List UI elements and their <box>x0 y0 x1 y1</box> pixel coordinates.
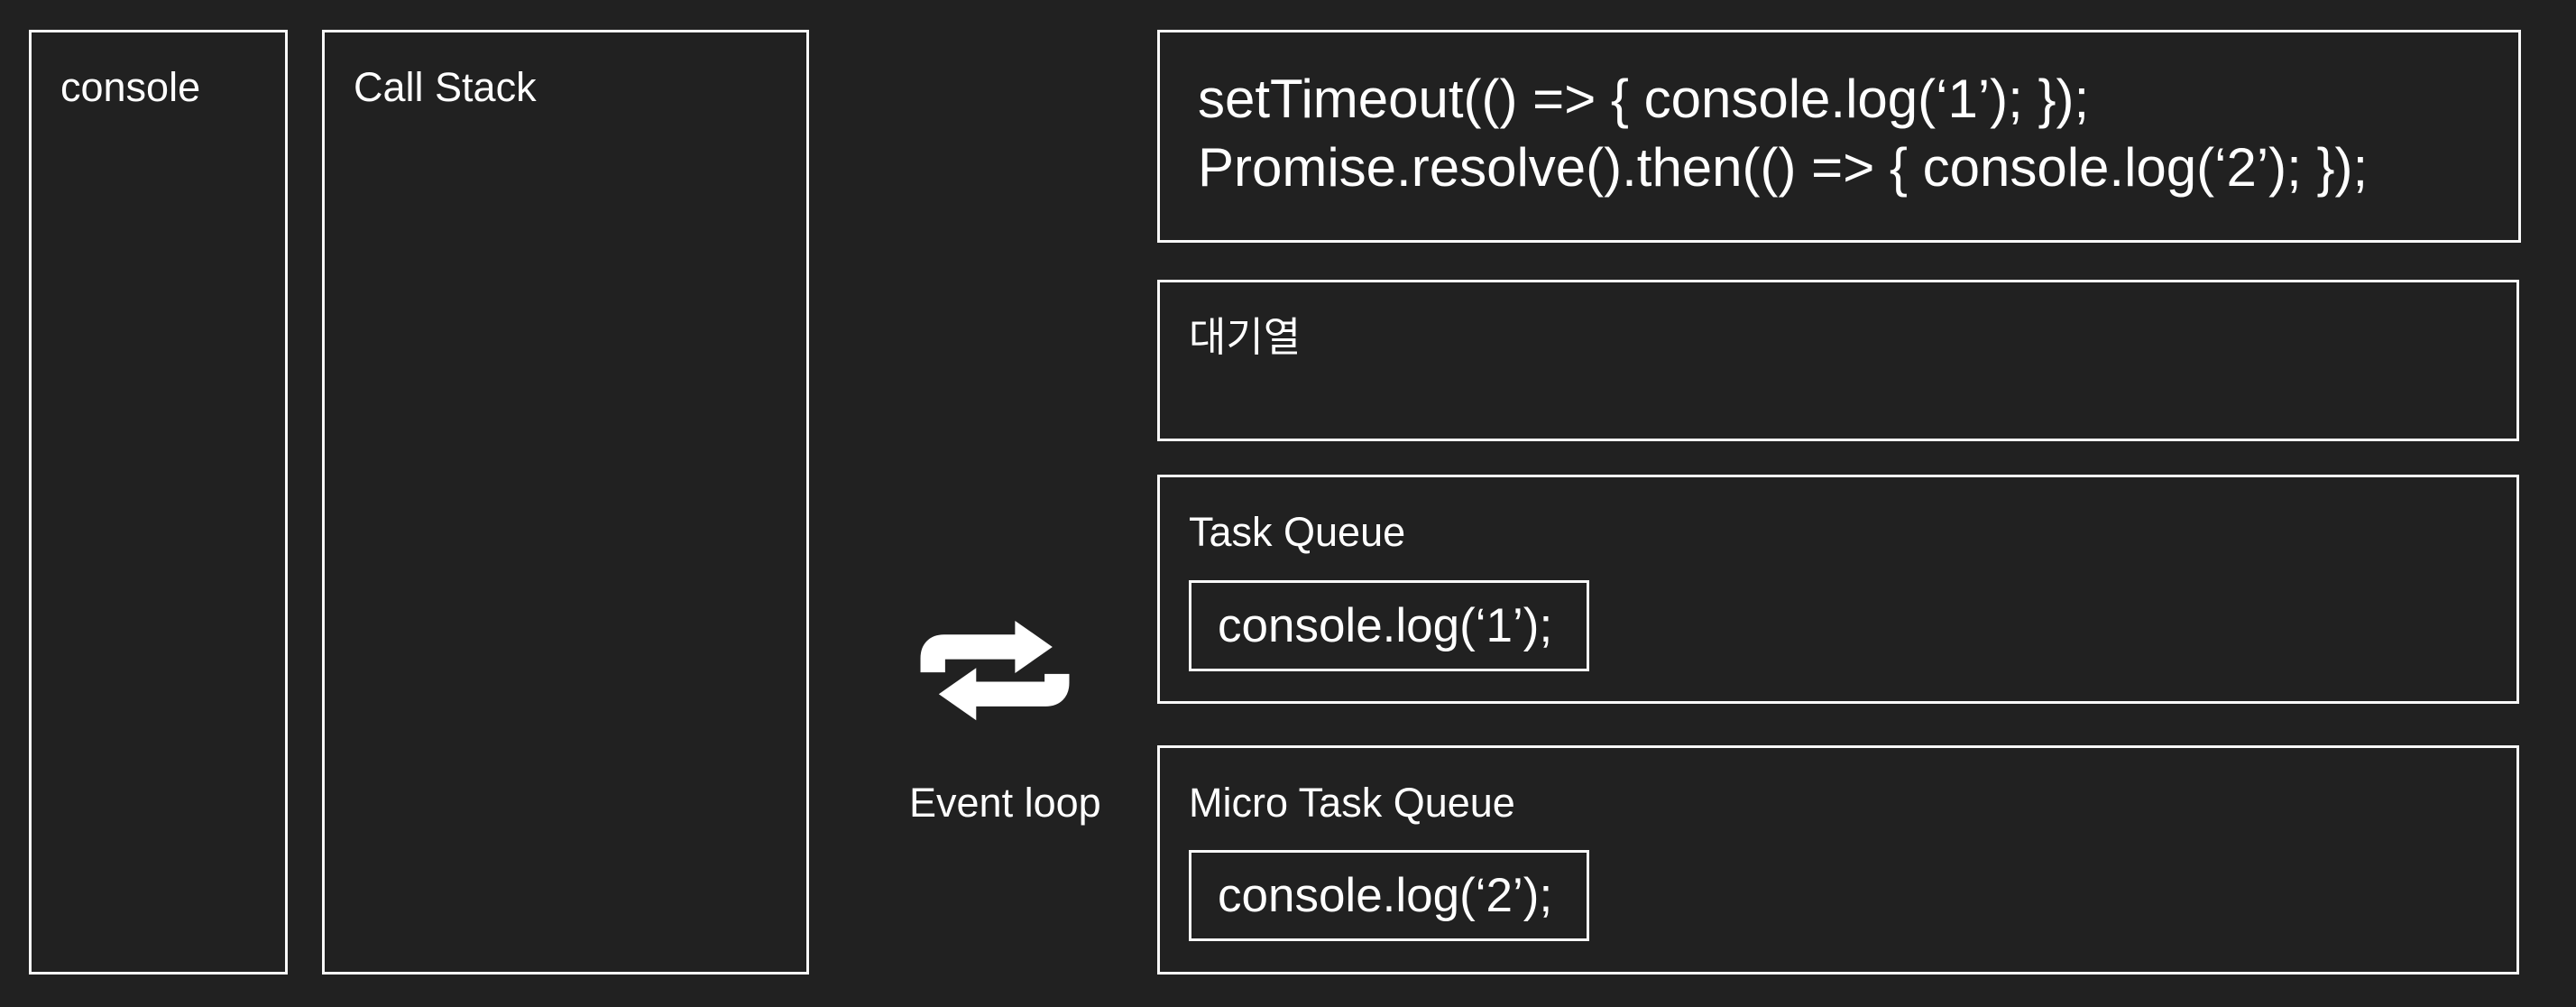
console-panel: console <box>29 30 288 975</box>
code-snippet-box: setTimeout(() => { console.log(‘1’); });… <box>1157 30 2521 243</box>
micro-task-queue-panel-label: Micro Task Queue <box>1189 780 1515 826</box>
task-queue-item: console.log(‘1’); <box>1189 580 1589 671</box>
micro-task-queue-item: console.log(‘2’); <box>1189 850 1589 941</box>
task-queue-item-code: console.log(‘1’); <box>1218 599 1553 652</box>
code-line-settimeout: setTimeout(() => { console.log(‘1’); }); <box>1198 69 2090 129</box>
micro-task-queue-item-code: console.log(‘2’); <box>1218 869 1553 922</box>
micro-task-queue-panel: Micro Task Queue console.log(‘2’); <box>1157 745 2519 975</box>
call-stack-panel-label: Call Stack <box>354 64 537 110</box>
wait-queue-panel-label: 대기열 <box>1189 314 1302 360</box>
event-loop: Event loop <box>909 616 1101 827</box>
wait-queue-panel: 대기열 <box>1157 280 2519 441</box>
event-loop-label: Event loop <box>909 780 1101 826</box>
task-queue-panel-label: Task Queue <box>1189 509 1406 555</box>
console-panel-label: console <box>60 64 201 110</box>
code-line-promise: Promise.resolve().then(() => { console.l… <box>1198 137 2369 198</box>
loop-arrows-icon <box>920 620 1070 721</box>
call-stack-panel: Call Stack <box>322 30 809 975</box>
task-queue-panel: Task Queue console.log(‘1’); <box>1157 475 2519 704</box>
